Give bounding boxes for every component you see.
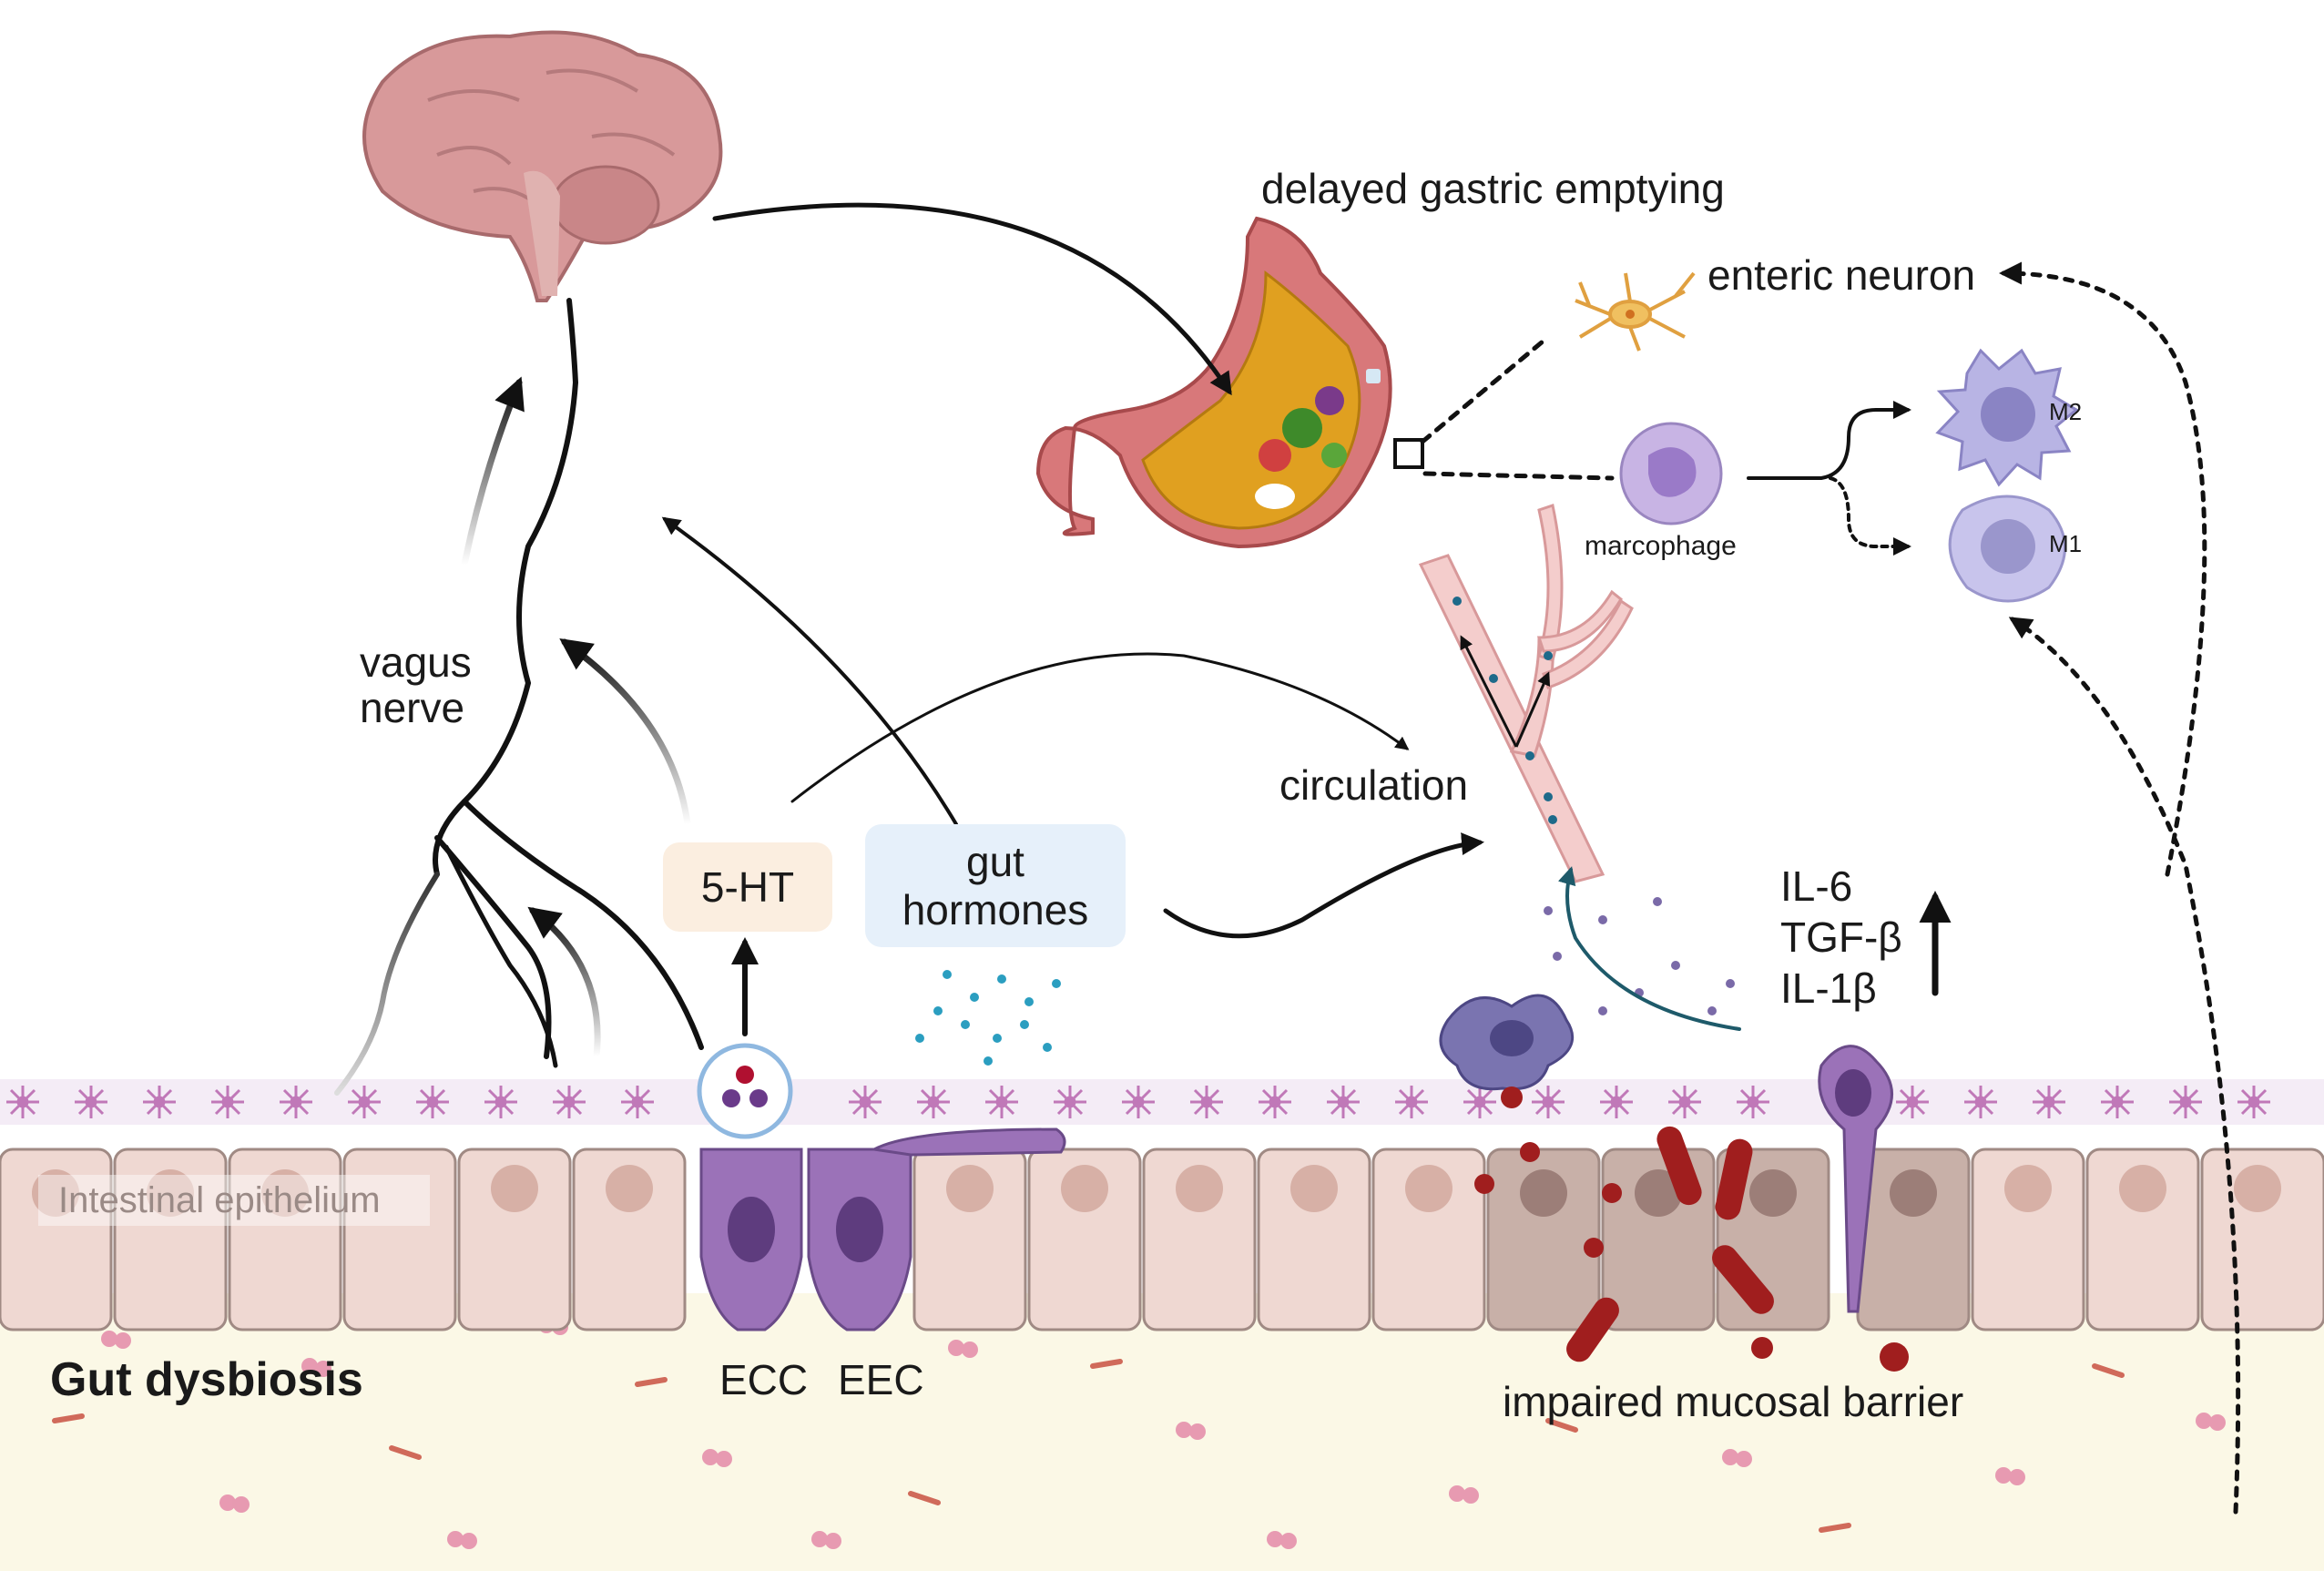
epithelial-nuclei — [32, 1165, 2281, 1217]
label-il6: IL-6 — [1780, 862, 1853, 910]
eec-cell — [807, 1127, 1066, 1331]
label-eec: EEC — [838, 1356, 924, 1403]
cytokine-list: IL-6 TGF-β IL-1β — [1780, 861, 1902, 1014]
leaked-blood-cells — [1474, 1126, 1909, 1372]
five-ht-box: 5-HT — [663, 842, 832, 932]
bacteria-cluster — [101, 1317, 2226, 1549]
stomach-illustration — [1035, 216, 1424, 549]
label-gut-hormones-line1: gut — [966, 837, 1024, 885]
enteric-neuron-cell — [1575, 271, 1696, 352]
label-m1: M1 — [2049, 530, 2083, 557]
label-five-ht: 5-HT — [700, 862, 795, 911]
vagus-nerve — [334, 298, 704, 1096]
dendritic-cell-left — [1439, 994, 1575, 1108]
label-circulation: circulation — [1279, 761, 1469, 809]
label-m2: M2 — [2049, 398, 2083, 425]
label-ecc: ECC — [719, 1356, 809, 1403]
enteric-plexus-stars — [6, 1086, 2270, 1118]
hormone-dots — [915, 970, 1061, 1066]
arrows — [461, 202, 2241, 1515]
brain-illustration — [362, 30, 723, 302]
label-macrophage: marcophage — [1585, 531, 1737, 561]
label-enteric-neuron: enteric neuron — [1707, 251, 1976, 299]
label-il1b: IL-1β — [1780, 964, 1877, 1013]
damaged-cell-nuclei — [1520, 1169, 1937, 1217]
cytokine-dots — [1544, 897, 1735, 1015]
label-impaired-mucosal-barrier: impaired mucosal barrier — [1503, 1378, 1964, 1425]
ecc-cell — [699, 1148, 803, 1331]
label-gut-hormones-line2: hormones — [902, 885, 1089, 933]
m2-macrophage — [1935, 348, 2079, 487]
rod-bacteria — [52, 1359, 2125, 1533]
label-intestinal-epithelium: Intestinal epithelium — [38, 1175, 430, 1226]
label-tgfb: TGF-β — [1780, 913, 1902, 962]
label-vagus-nerve-line1: vagus — [360, 638, 472, 686]
gut-lumen — [0, 1293, 2324, 1571]
secretory-vesicle — [697, 1043, 793, 1139]
gut-hormones-box: gut hormones — [865, 824, 1126, 947]
label-vagus-nerve-line2: nerve — [360, 684, 465, 731]
enteric-plexus-band — [0, 1079, 2324, 1125]
blood-vessel — [1418, 504, 1634, 883]
label-gut-dysbiosis: Gut dysbiosis — [50, 1353, 363, 1406]
m1-macrophage — [1948, 495, 2066, 603]
dendritic-cell-right — [1818, 1045, 1893, 1313]
macrophage-cell — [1619, 422, 1723, 525]
label-delayed-gastric-emptying: delayed gastric emptying — [1261, 165, 1725, 212]
